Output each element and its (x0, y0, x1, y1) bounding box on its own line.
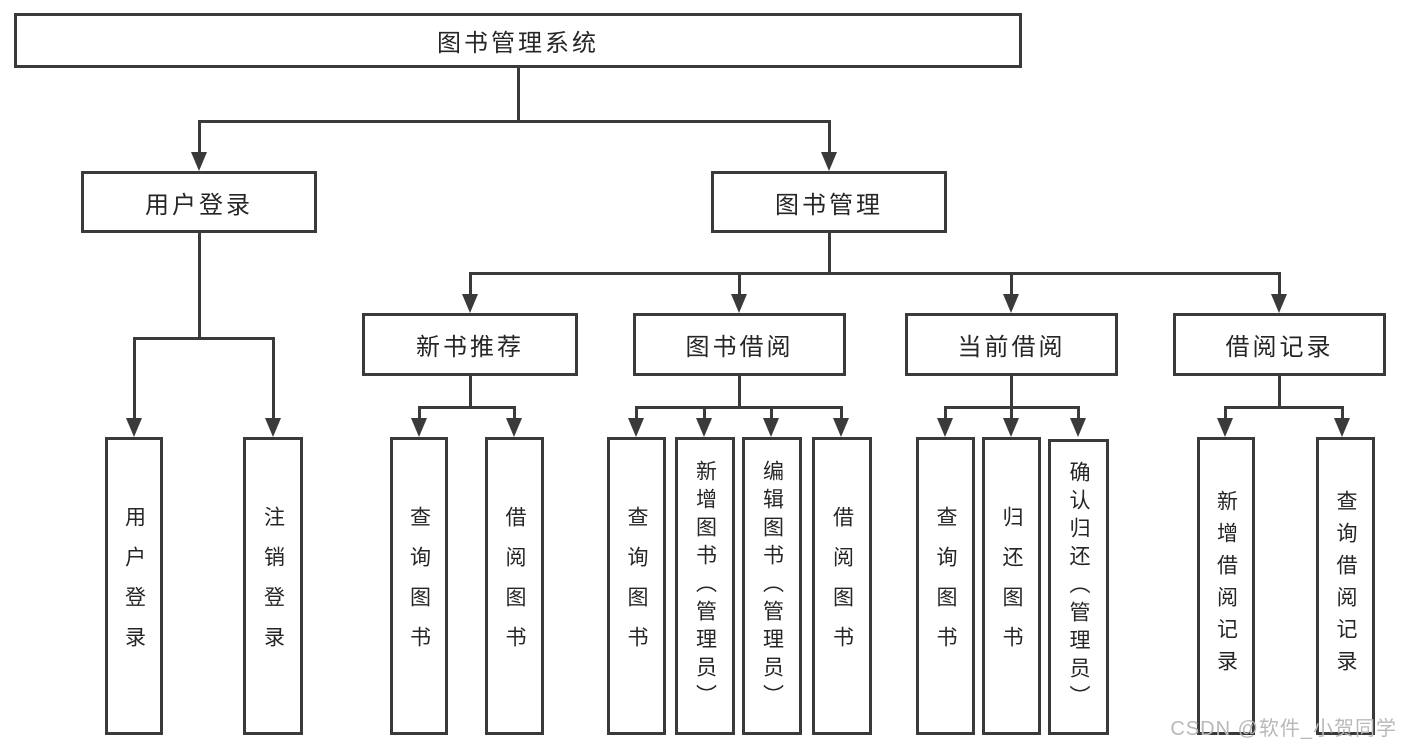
node-user-login: 用户登录 (81, 171, 317, 233)
node-book-management: 图书管理 (711, 171, 947, 233)
leaf-user-login: 用户登录 (105, 437, 163, 735)
connector-line (272, 337, 275, 419)
leaf-borrow-books: 借阅图书 (485, 437, 544, 735)
node-book-borrowing: 图书借阅 (633, 313, 846, 376)
connector-line (517, 68, 520, 121)
node-borrowing-records: 借阅记录 (1173, 313, 1386, 376)
leaf-add-borrow-record: 新增借阅记录 (1197, 437, 1255, 735)
connector-line (469, 272, 1280, 275)
connector-line (944, 406, 947, 420)
leaf-return-books: 归还图书 (982, 437, 1041, 735)
connector-line (469, 272, 472, 296)
connector-line (770, 406, 773, 420)
arrowhead (833, 418, 849, 437)
connector-line (738, 272, 741, 296)
connector-line (1278, 272, 1281, 296)
connector-line (1224, 406, 1227, 420)
connector-line (840, 406, 843, 420)
connector-line (635, 406, 843, 409)
connector-line (198, 233, 201, 340)
arrowhead (1271, 294, 1287, 313)
connector-line (198, 120, 831, 123)
connector-line (198, 120, 201, 153)
leaf-query-books: 查询图书 (916, 437, 975, 735)
leaf-borrow-books: 借阅图书 (812, 437, 872, 735)
node-library-management-system: 图书管理系统 (14, 13, 1022, 68)
connector-line (469, 376, 472, 409)
connector-line (703, 406, 706, 420)
connector-line (1010, 376, 1013, 409)
arrowhead (506, 418, 522, 437)
leaf-edit-book-admin: 编辑图书（管理员） (742, 437, 802, 735)
connector-line (1077, 406, 1080, 420)
leaf-query-borrow-record: 查询借阅记录 (1316, 437, 1375, 735)
connector-line (828, 233, 831, 275)
connector-line (513, 406, 516, 420)
leaf-logout: 注销登录 (243, 437, 303, 735)
csdn-watermark: CSDN @软件_小贺同学 (1170, 718, 1397, 740)
connector-line (1341, 406, 1344, 420)
arrowhead (731, 294, 747, 313)
arrowhead (1334, 418, 1350, 437)
arrowhead (411, 418, 427, 437)
arrowhead (1217, 418, 1233, 437)
connector-line (828, 120, 831, 153)
leaf-query-books: 查询图书 (607, 437, 666, 735)
connector-line (738, 376, 741, 409)
arrowhead (937, 418, 953, 437)
connector-line (418, 406, 421, 420)
connector-line (133, 337, 136, 419)
arrowhead (265, 418, 281, 437)
arrowhead (1003, 418, 1019, 437)
connector-line (1010, 272, 1013, 296)
connector-line (635, 406, 638, 420)
arrowhead (191, 152, 207, 171)
connector-line (418, 406, 516, 409)
arrowhead (1003, 294, 1019, 313)
arrowhead (763, 418, 779, 437)
arrowhead (821, 152, 837, 171)
node-new-book-recommend: 新书推荐 (362, 313, 578, 376)
arrowhead (1070, 418, 1086, 437)
leaf-add-book-admin: 新增图书（管理员） (675, 437, 735, 735)
arrowhead (696, 418, 712, 437)
leaf-confirm-return-admin: 确认归还（管理员） (1048, 439, 1109, 735)
connector-line (1010, 406, 1013, 420)
node-current-borrowing: 当前借阅 (905, 313, 1118, 376)
connector-line (1278, 376, 1281, 409)
leaf-query-books: 查询图书 (390, 437, 448, 735)
connector-line (1224, 406, 1343, 409)
arrowhead (126, 418, 142, 437)
arrowhead (628, 418, 644, 437)
connector-line (133, 337, 274, 340)
arrowhead (462, 294, 478, 313)
